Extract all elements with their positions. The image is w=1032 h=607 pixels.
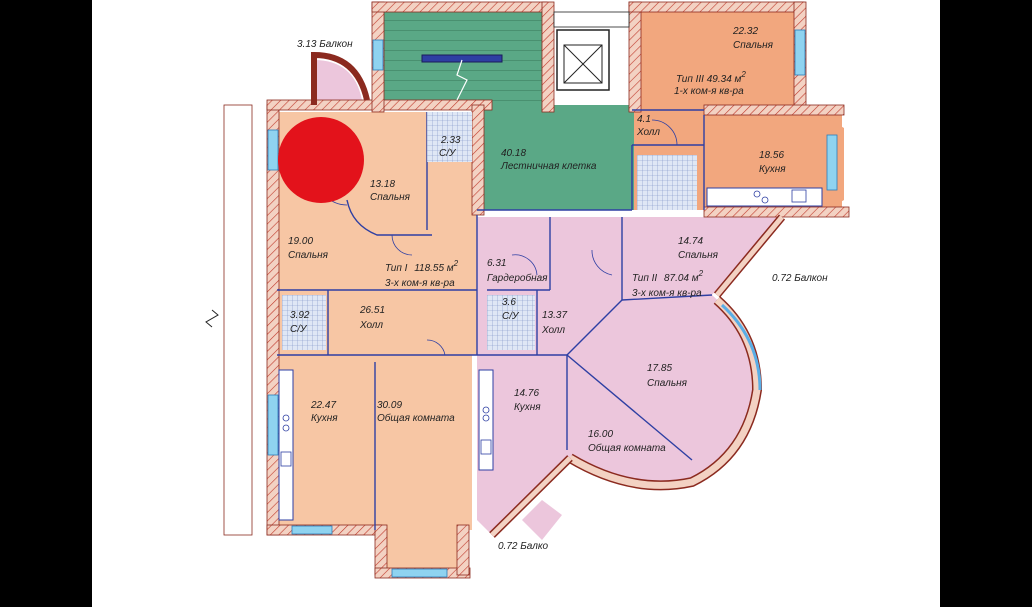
room-area: 17.85 [647,363,672,374]
partitions [277,109,713,530]
room-area: 2.33 [440,135,461,146]
labels: 3.13 Балкон 0.72 Балкон 0.72 Балко Тип I… [288,26,828,552]
room-name: Спальня [733,40,774,51]
apt-type2-title: Тип II 87.04 м2 [632,269,704,284]
room-area: 3.6 [502,297,516,308]
apt-type3-rooms: 1-х ком-я кв-ра [674,86,744,97]
bathroom-tiles [282,112,697,350]
room-name: Холл [359,320,383,331]
apt-type2-rooms: 3-х ком-я кв-ра [632,288,702,299]
room-area: 19.00 [288,236,313,247]
bay-window-walls [311,51,786,538]
apt-type1-title: Тип I 118.55 м2 [385,259,459,274]
stair-handrail [421,54,503,101]
balcony-bottom-label: 0.72 Балко [498,541,549,552]
room-area: 40.18 [501,148,526,159]
room-name: Гардеробная [487,272,548,284]
room-name: С/У [439,148,457,159]
room-area: 30.09 [377,400,402,411]
floor-plan: 3.13 Балкон 0.72 Балкон 0.72 Балко Тип I… [205,1,850,579]
balcony-top-left-label: 3.13 Балкон [297,39,353,50]
room-area: 6.31 [487,258,506,269]
room-name: Общая комната [377,412,455,424]
floor-plan-sheet: 3.13 Балкон 0.72 Балкон 0.72 Балко Тип I… [92,0,940,607]
apartment-type2-fill [477,217,782,535]
room-area: 13.37 [542,310,567,321]
room-name: Кухня [759,164,786,175]
room-area: 14.76 [514,388,539,399]
room-name: Кухня [311,413,338,424]
break-mark [205,309,219,328]
elevator-shaft [553,11,630,91]
room-area: 26.51 [359,305,385,316]
room-name: Спальня [370,192,411,203]
room-name: Спальня [288,250,329,261]
room-name: Холл [636,127,660,138]
room-name: С/У [290,324,308,335]
room-area: 18.56 [759,150,784,161]
stairwell-fill [382,10,634,210]
room-name: Кухня [514,402,541,413]
room-area: 22.32 [732,26,758,37]
room-area: 13.18 [370,179,395,190]
balcony-fill [314,60,562,540]
marker-dot [278,117,364,203]
balcony-right-label: 0.72 Балкон [772,273,828,284]
room-area: 22.47 [310,400,336,411]
room-area: 16.00 [588,429,613,440]
room-name: Спальня [678,250,719,261]
windows [267,29,838,578]
room-name: Общая комната [588,442,666,454]
room-name: Спальня [647,378,688,389]
room-name: Лестничная клетка [500,161,597,172]
room-area: 4.1 [637,114,651,125]
apt-type3-title: Тип III 49.34 м2 [676,70,746,85]
apt-type1-rooms: 3-х ком-я кв-ра [385,278,455,289]
room-area: 14.74 [678,236,703,247]
room-area: 3.92 [290,310,310,321]
appliances [280,189,807,467]
room-name: Холл [541,325,565,336]
room-name: С/У [502,311,520,322]
